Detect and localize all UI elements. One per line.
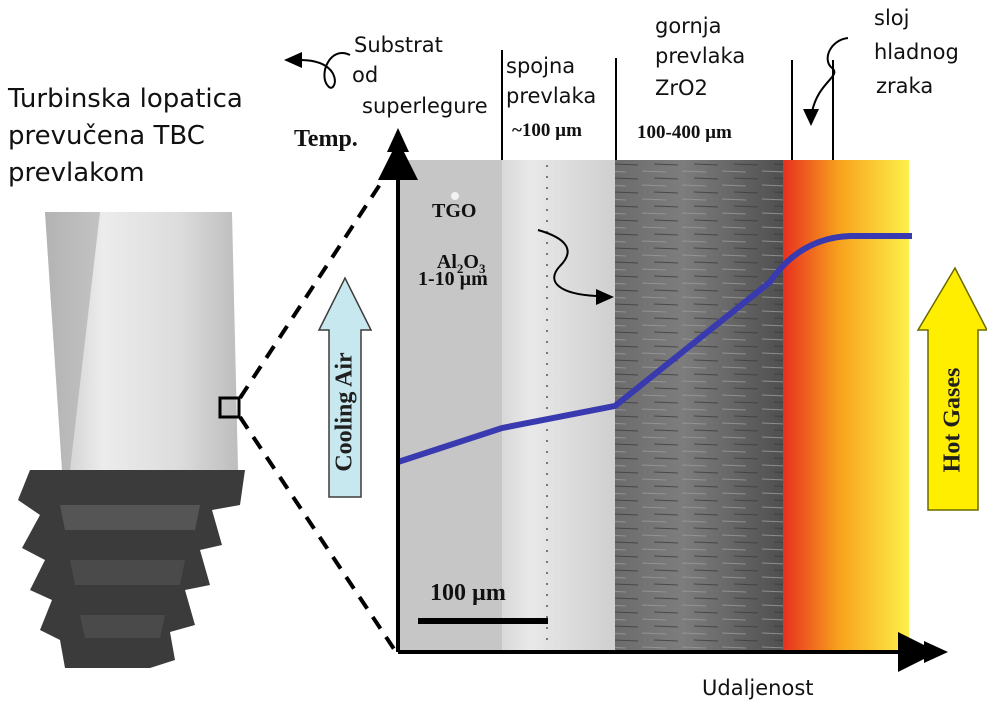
hot-gases-arrow	[916, 266, 987, 511]
tgo-label-line-1: TGO	[432, 200, 477, 222]
cooling-air-label: Cooling Air	[331, 352, 358, 472]
top-coat-thickness: 100-400 µm	[637, 122, 732, 143]
substrate-label-line-2: od	[352, 63, 379, 87]
tgo-arrowhead	[596, 289, 614, 305]
bond-coat-label-line-2: prevlaka	[506, 84, 597, 108]
y-axis-arrowhead	[387, 128, 409, 152]
caption-line-2: prevučena TBC	[8, 121, 205, 151]
caption-line-1: Turbinska lopatica	[8, 84, 243, 114]
substrate-label-line-1: Substrat	[354, 33, 443, 57]
bond-coat-region	[502, 160, 615, 652]
top-coat-label-line-2: prevlaka	[655, 44, 746, 68]
tgo-label-line-2: Al2O3	[436, 251, 486, 276]
cooling-arrowhead	[803, 109, 819, 126]
top-coat-label-line-3: ZrO2	[655, 76, 708, 100]
cooling-layer-label-line-3: zraka	[876, 74, 934, 98]
scale-bar-label: 100 µm	[430, 580, 506, 606]
bond-coat-label-line-1: spojna	[506, 54, 576, 78]
temperature-profile-line	[397, 233, 912, 465]
y-axis-label: Temp.	[294, 126, 358, 152]
substrate-speck	[451, 192, 459, 200]
zoom-line-top	[238, 158, 398, 400]
scale-bar-line	[418, 618, 548, 624]
hot-gas-region	[783, 160, 909, 652]
turbine-blade-image	[18, 212, 245, 668]
cooling-layer-label-line-2: hladnog	[874, 40, 959, 64]
x-axis-arrowhead	[924, 641, 948, 663]
x-axis-label: Udaljenost	[702, 676, 814, 700]
cooling-layer-label-line-1: sloj	[874, 6, 910, 30]
hot-gases-label: Hot Gases	[939, 367, 966, 473]
bond-coat-thickness: ~100 µm	[512, 120, 582, 141]
substrate-squiggle-arrow	[299, 52, 351, 89]
top-coat-label-line-1: gornja	[655, 14, 722, 38]
zoom-marker-box	[218, 396, 241, 419]
cooling-air-arrow	[317, 276, 373, 498]
cooling-squiggle-arrow	[811, 37, 849, 113]
caption-line-3: prevlakom	[8, 158, 145, 188]
tgo-squiggle-arrow	[537, 229, 597, 297]
top-coat-texture	[615, 160, 783, 652]
tgo-label-line-3: 1-10 µm	[418, 268, 488, 290]
substrate-region	[398, 160, 502, 652]
substrate-label-line-3: superlegure	[362, 94, 488, 118]
substrate-arrowhead	[284, 52, 302, 68]
zoom-line-bottom	[238, 415, 398, 654]
